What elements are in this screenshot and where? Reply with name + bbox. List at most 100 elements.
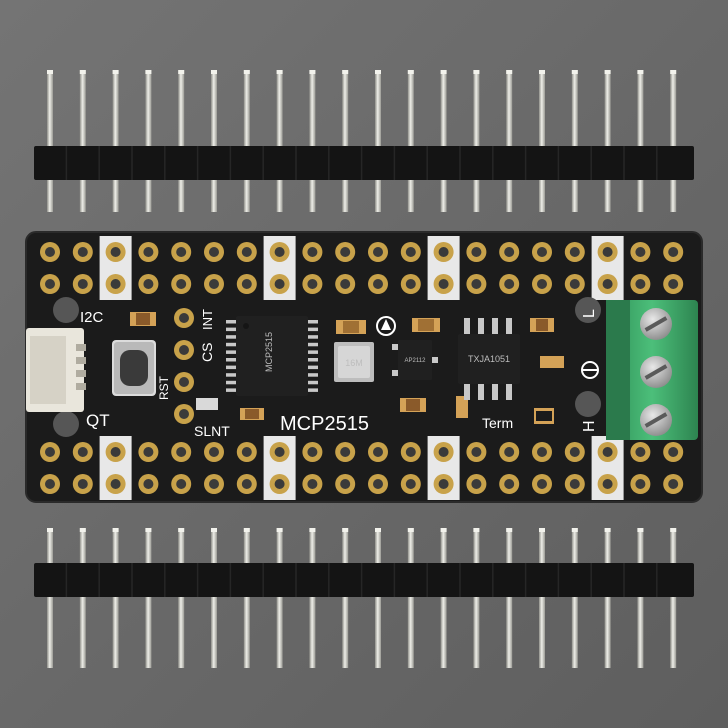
top-header-pin-tip (112, 70, 119, 74)
chip-leg (308, 388, 318, 392)
bottom-header-pin-tip (342, 528, 349, 532)
pad-hole (77, 279, 88, 289)
chip-leg (226, 335, 236, 339)
label-i2c: I2C (80, 309, 104, 326)
bottom-header-pin-tip (539, 528, 545, 532)
chip-leg (492, 384, 498, 400)
pad-hole (176, 447, 187, 457)
bottom-header-pin (211, 528, 217, 668)
chip-leg (226, 350, 236, 354)
pad-hole (143, 479, 154, 489)
terminal-block (606, 300, 698, 440)
chip-leg (226, 373, 236, 377)
top-header-pin (473, 70, 480, 212)
top-pad-rows (40, 236, 684, 300)
bottom-header-pin-tip (145, 528, 152, 532)
top-header-pin (637, 70, 644, 212)
top-header-pin-tip (211, 70, 217, 74)
pad-hole (438, 479, 449, 489)
pad-hole (241, 479, 252, 489)
top-header-pin-tip (604, 70, 611, 74)
pad-hole (274, 247, 285, 257)
pad-hole (668, 247, 679, 257)
top-header-pin-tip (145, 70, 152, 74)
pad-hole (45, 247, 55, 257)
chip-leg (226, 358, 236, 362)
pad-hole (405, 279, 416, 289)
pad-hole (45, 479, 55, 489)
bottom-header-pin-tip (112, 528, 119, 532)
bottom-header-pin (243, 528, 250, 668)
pad-hole (274, 479, 285, 489)
regulator-chip-mark: AP2112 (405, 358, 427, 364)
top-header-pin-tip (637, 70, 644, 74)
top-header-plastic (34, 146, 694, 180)
pad-hole (373, 247, 383, 257)
top-header-pin-tip (375, 70, 381, 74)
top-header-pin (112, 70, 119, 212)
top-header-seams (65, 146, 658, 180)
pcb-board: MCP2515 16M AP2112 TXJA1051 (25, 231, 703, 503)
mcp2515-chip: MCP2515 (226, 316, 318, 396)
label-cs: CS (199, 343, 215, 362)
reset-button (112, 340, 156, 396)
bottom-pad-rows (40, 436, 684, 500)
top-header-pin-tip (342, 70, 349, 74)
bottom-header-pin (342, 528, 349, 668)
bottom-header-pin (178, 528, 185, 668)
chip-leg (464, 318, 470, 334)
pad-hole (77, 447, 88, 457)
bottom-header-pin-tip (473, 528, 480, 532)
pad-hole (45, 447, 55, 457)
chip-leg (308, 373, 318, 377)
chip-leg (478, 318, 484, 334)
pad-hole (537, 479, 547, 489)
bottom-header-pin-tip (79, 528, 86, 532)
pad-hole (405, 479, 416, 489)
bottom-header-pin-tip (276, 528, 283, 532)
top-header-pin-tip (473, 70, 480, 74)
top-header-pin (211, 70, 217, 212)
bottom-header-pin (375, 528, 381, 668)
signal-vias (174, 308, 194, 424)
chip-leg (308, 335, 318, 339)
mounting-hole-right-bottom (575, 391, 601, 417)
pad-hole (77, 247, 88, 257)
bottom-header-pin (473, 528, 480, 668)
pad-hole (373, 479, 383, 489)
bottom-header-pin (276, 528, 283, 668)
chip-leg (464, 384, 470, 400)
bottom-pin-header (34, 528, 694, 668)
chip-leg (308, 358, 318, 362)
pad-hole (373, 447, 383, 457)
pad-hole (143, 447, 154, 457)
pad-hole (143, 247, 154, 257)
bottom-header-pin-tip (604, 528, 611, 532)
chip-leg (226, 380, 236, 385)
bottom-header-pins (47, 528, 677, 668)
top-header-pin (309, 70, 316, 212)
pad-hole (635, 447, 646, 457)
top-header-pins (47, 70, 677, 212)
pad-hole (373, 279, 383, 289)
top-header-pin-tip (506, 70, 513, 74)
top-header-pin (440, 70, 447, 212)
bottom-header-pin (571, 528, 578, 668)
bottom-header-pin-tip (375, 528, 381, 532)
pad-hole (307, 279, 318, 289)
pad-hole (602, 479, 613, 489)
smd-components (130, 312, 564, 424)
bottom-header-plastic (34, 563, 694, 597)
bottom-header-pin (670, 528, 677, 668)
ground-symbol-icon (581, 361, 599, 379)
top-header-pin-tip (440, 70, 447, 74)
chip-leg (308, 320, 318, 324)
chip-leg (308, 365, 318, 370)
pad-hole (471, 279, 482, 289)
label-int: INT (200, 309, 215, 330)
pad-hole (209, 479, 219, 489)
terminal-screw-1 (640, 308, 672, 340)
pad-hole (209, 447, 219, 457)
pad-hole (569, 279, 580, 289)
top-header-pin (407, 70, 414, 212)
